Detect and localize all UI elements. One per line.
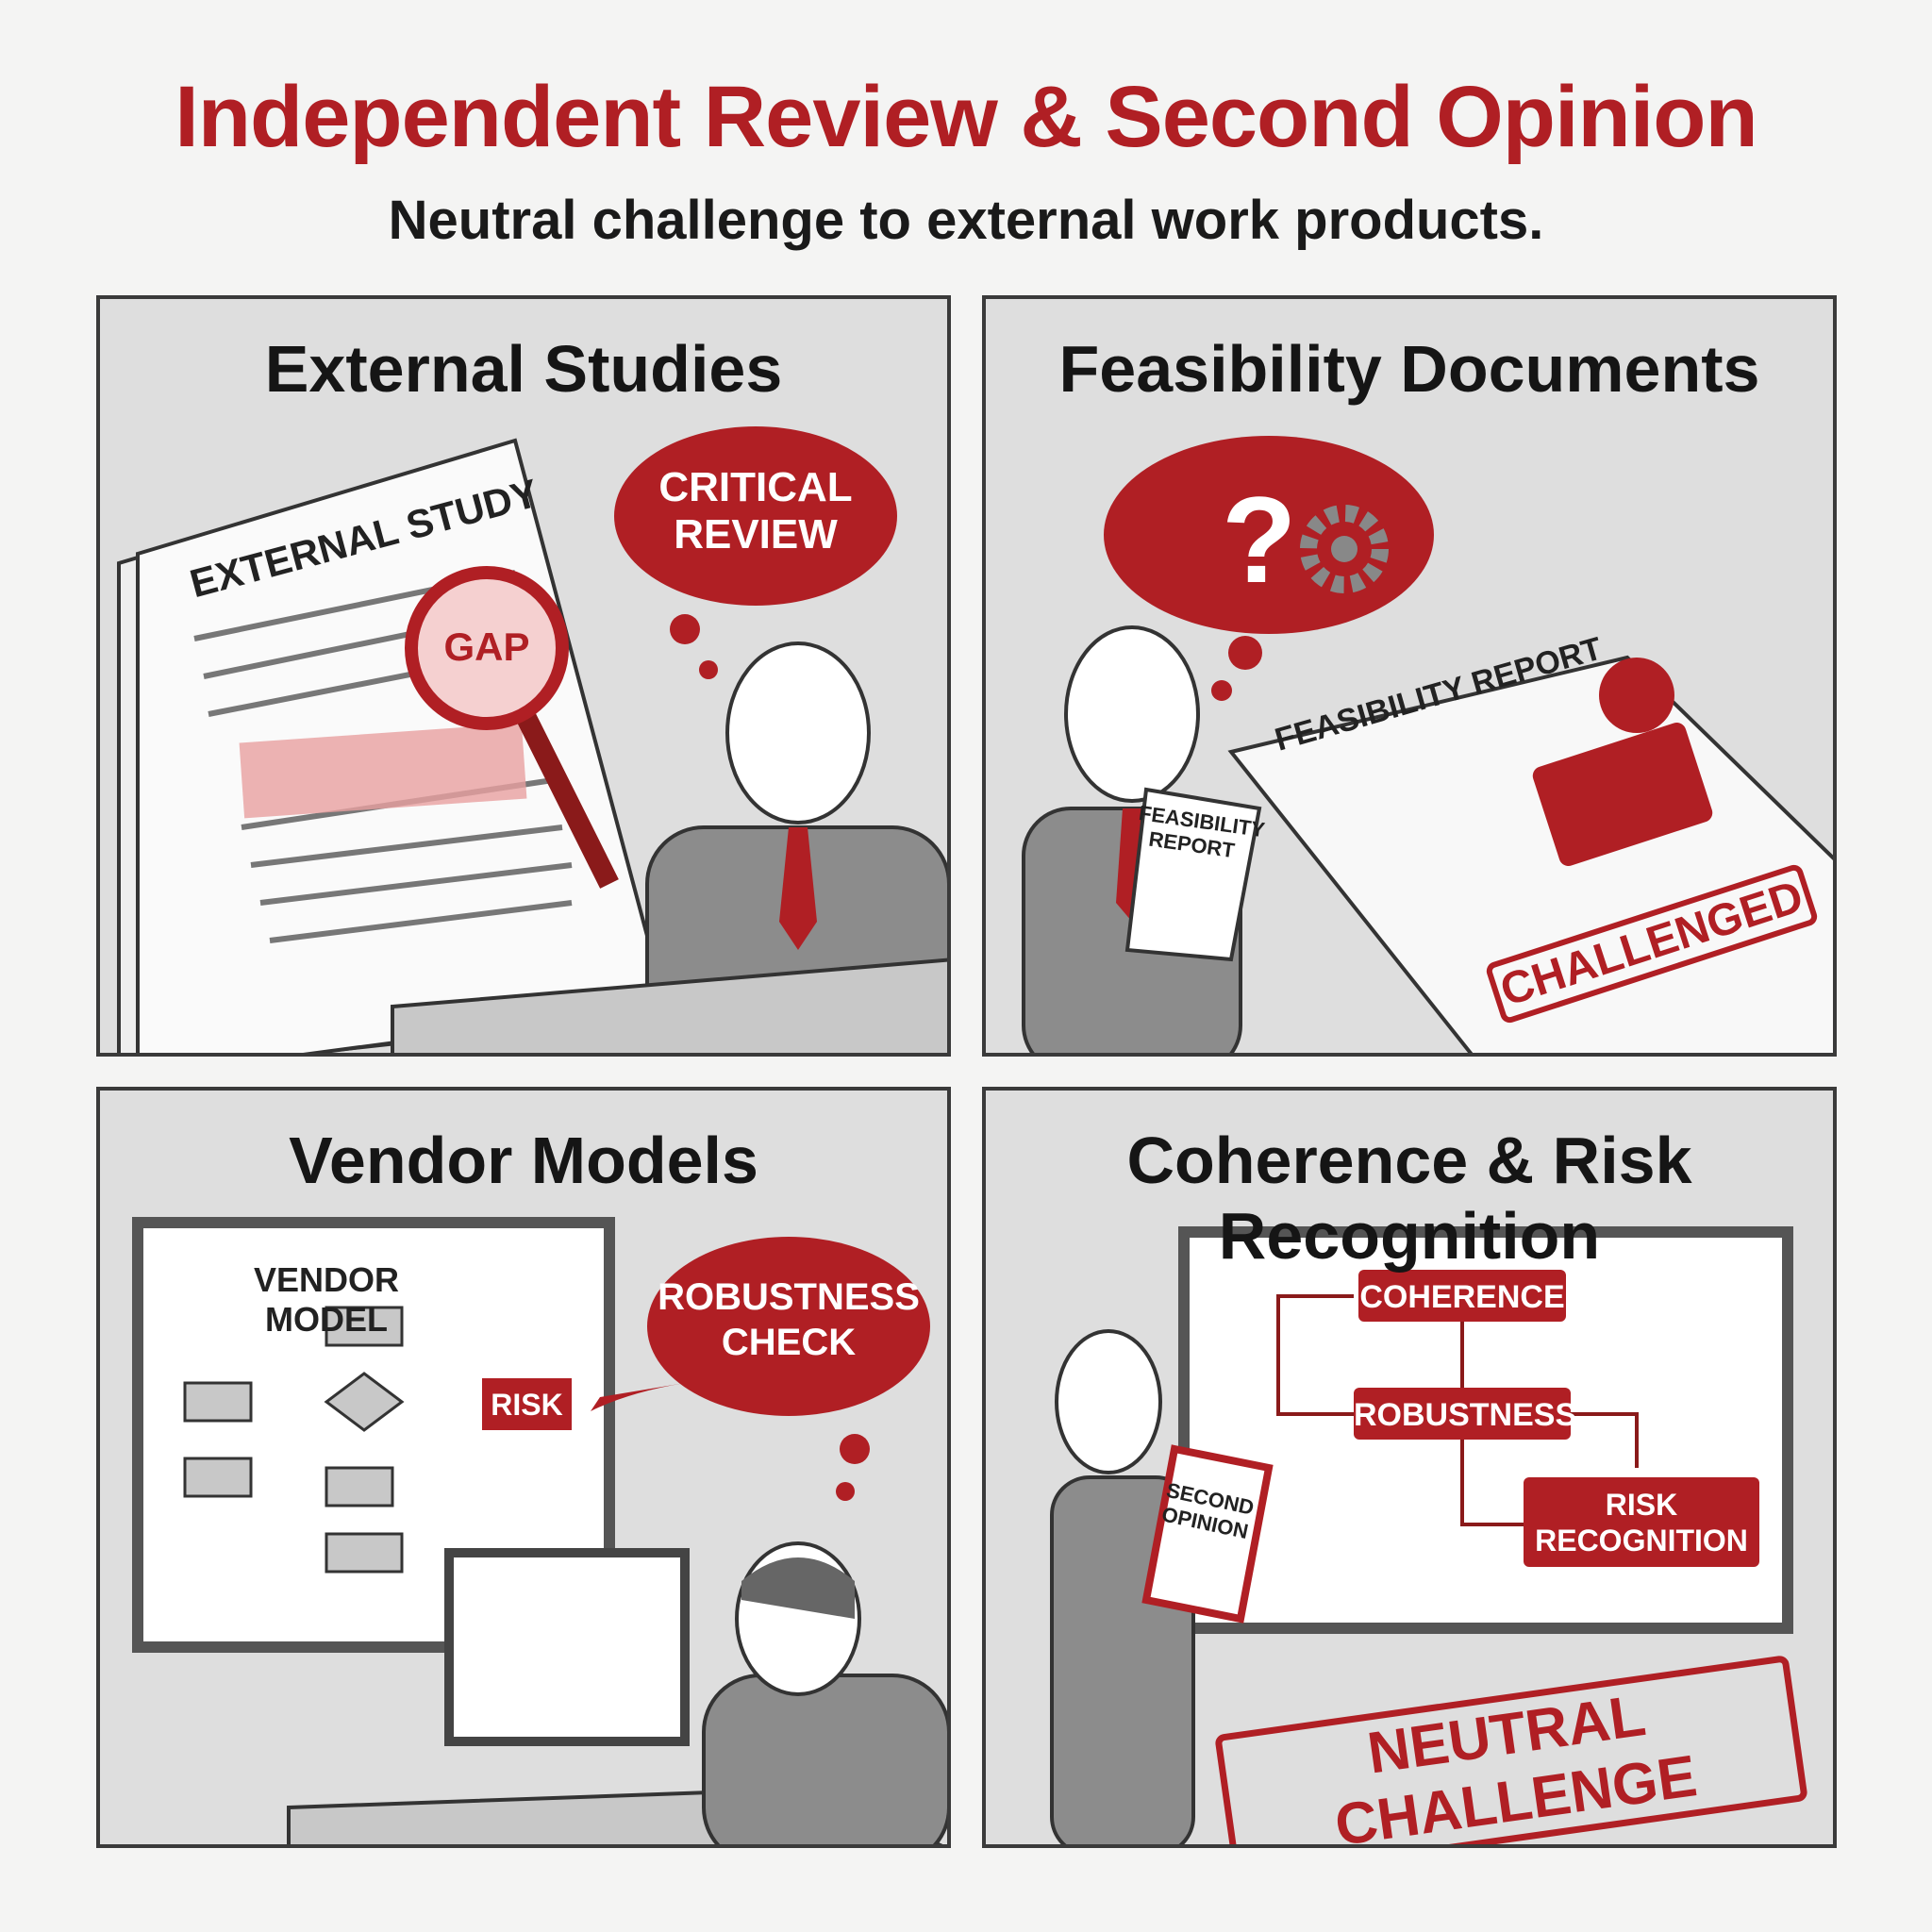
page-title: Independent Review & Second Opinion [175, 69, 1757, 165]
risk-label: RISK [491, 1388, 563, 1422]
page-subtitle: Neutral challenge to external work produ… [388, 190, 1544, 251]
flow-coherence: COHERENCE [1359, 1279, 1565, 1315]
desk [391, 958, 947, 1053]
question-mark-icon: ? [1222, 471, 1296, 608]
gear-icon [1300, 505, 1389, 593]
clipboard-icon [1141, 1444, 1274, 1624]
flow-robustness: ROBUSTNESS [1354, 1397, 1577, 1433]
stamp-icon [1532, 658, 1713, 866]
reviewer-figure [1022, 625, 1262, 1053]
panel-coherence-risk: Coherence & Risk Recognition COHERENCE R… [982, 1087, 1837, 1848]
flow-box-robustness [1354, 1388, 1571, 1440]
worker-figure [702, 1541, 947, 1844]
board-label: VENDOR MODEL [253, 1260, 400, 1339]
feasibility-illustration: ? [1022, 436, 1833, 1053]
magnifier-icon [405, 566, 619, 889]
panel-title: Vendor Models [289, 1124, 758, 1197]
vendor-model-illustration [132, 1217, 947, 1844]
panel-vendor-models: Vendor Models VENDOR MODEL RISK ROBUSTNE… [96, 1087, 951, 1848]
flow-box-risk-recognition [1524, 1477, 1759, 1567]
thought-bubble [591, 1237, 930, 1501]
panel-title: Coherence & Risk Recognition [1126, 1124, 1692, 1273]
critical-review-bubble: CRITICAL REVIEW [658, 464, 853, 558]
risk-box [482, 1378, 572, 1430]
external-study-illustration [117, 426, 947, 1053]
computer-monitor [444, 1548, 690, 1746]
gap-label: GAP [443, 625, 530, 669]
coherence-illustration [1050, 1226, 1793, 1844]
flow-risk-recognition: RISK RECOGNITION [1535, 1488, 1748, 1557]
panel-external-studies: External Studies EXTERNAL STUDY [96, 295, 951, 1057]
robustness-check-bubble: ROBUSTNESS CHECK [658, 1276, 920, 1363]
thought-bubble [614, 426, 897, 679]
panel-title: External Studies [264, 332, 783, 406]
thought-bubble [1104, 436, 1434, 701]
flow-box-coherence [1358, 1270, 1566, 1322]
presenter-figure [1050, 1329, 1274, 1844]
panel-title: Feasibility Documents [1058, 332, 1760, 406]
panel-feasibility-documents: Feasibility Documents ? FEASIBILITY REPO… [982, 295, 1837, 1057]
